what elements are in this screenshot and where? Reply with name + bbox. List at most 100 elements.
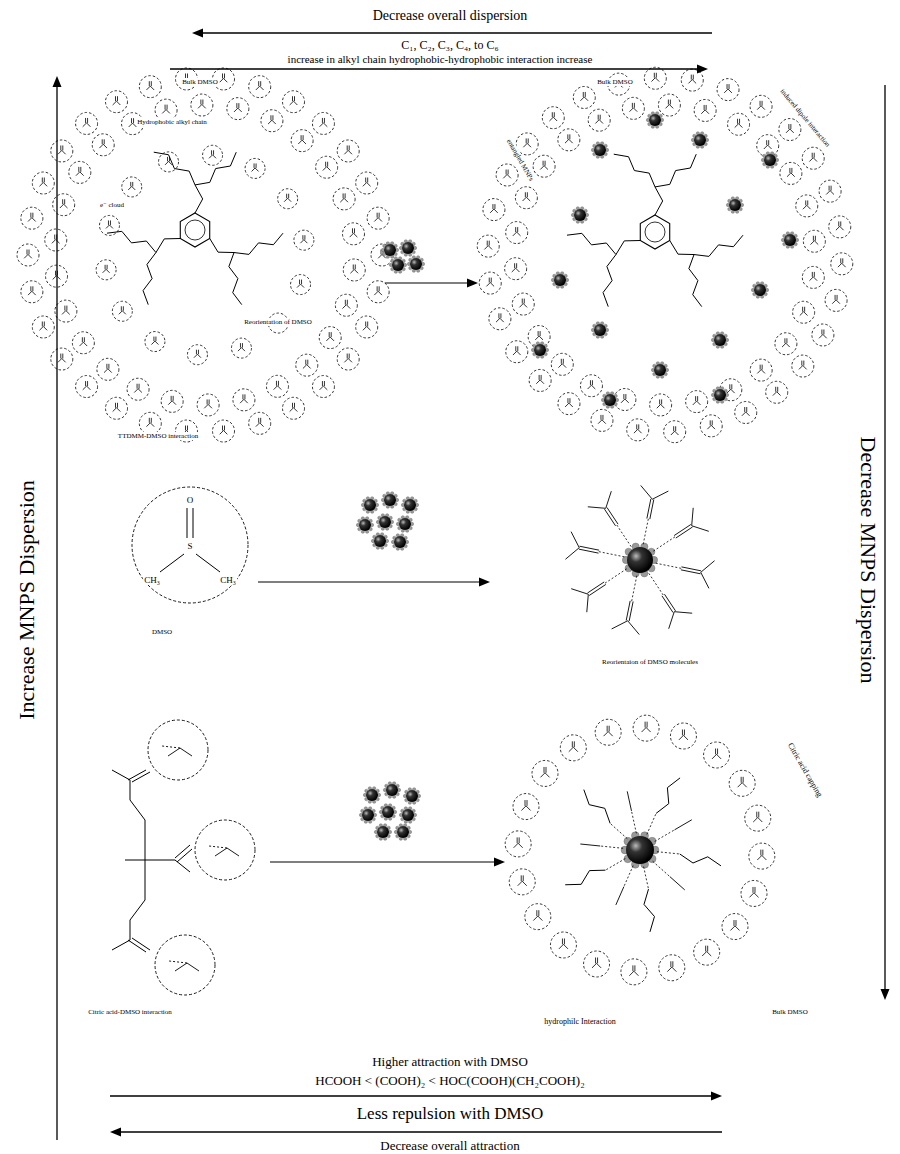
bond-line <box>597 963 602 968</box>
bond-line <box>634 429 638 433</box>
bond-line <box>689 255 694 269</box>
bond-line <box>367 326 371 330</box>
bond-line <box>130 920 131 940</box>
bond-line <box>268 120 272 124</box>
bond-line <box>768 145 772 149</box>
bond-line <box>209 399 210 404</box>
bond-line <box>305 360 306 365</box>
bond-line <box>168 401 172 405</box>
bond-line <box>676 168 691 171</box>
bond-line <box>198 104 202 108</box>
bond-line <box>565 884 581 885</box>
bond-line <box>600 846 623 848</box>
bond-line <box>185 426 186 431</box>
dmso-circle <box>249 412 271 434</box>
bond-line <box>112 770 130 780</box>
bond-line <box>211 150 212 155</box>
bond-line <box>715 749 716 755</box>
annotation-label: induced dipole interaction <box>778 87 832 150</box>
dmso-circle <box>356 172 378 194</box>
dmso-circle <box>803 230 825 252</box>
nanoparticle <box>377 826 389 838</box>
bond-line <box>276 381 277 386</box>
dmso-circle <box>76 112 98 134</box>
bond-line <box>322 381 323 386</box>
dmso-circle <box>356 316 378 338</box>
bond-line <box>813 236 814 241</box>
bond-line <box>175 860 190 872</box>
bond-line <box>99 144 103 148</box>
dmso-circle <box>560 735 586 761</box>
bond-line <box>831 186 832 191</box>
bond-line <box>809 277 813 281</box>
bond-line <box>104 139 105 144</box>
bond-line <box>539 336 543 340</box>
dmso-circle <box>203 145 223 165</box>
bond-line <box>270 115 271 120</box>
bond-line <box>672 967 677 972</box>
bond-line <box>55 271 56 276</box>
bond-line <box>132 186 136 190</box>
bond-line <box>610 823 627 838</box>
bond-line <box>536 910 537 916</box>
bond-line <box>130 780 131 800</box>
bond-line <box>352 228 353 233</box>
bond-line <box>693 857 708 863</box>
bond-line <box>829 186 830 191</box>
bond-line <box>488 246 492 250</box>
bond-line <box>653 861 670 876</box>
bond-line <box>544 166 548 170</box>
bond-line <box>659 399 660 404</box>
bond-line <box>153 337 154 342</box>
bond-line <box>149 81 150 86</box>
dmso-circle <box>249 76 271 98</box>
bond-line <box>675 820 692 830</box>
bond-line <box>379 213 380 218</box>
bond-line <box>764 145 768 149</box>
bond-line <box>631 811 636 833</box>
bond-line <box>757 106 761 110</box>
bond-line <box>805 200 806 205</box>
bond-line <box>589 584 606 595</box>
bond-line <box>110 220 111 225</box>
bond-line <box>754 893 759 898</box>
bond-line <box>354 228 355 233</box>
bond-line <box>344 150 348 154</box>
bond-line <box>492 204 493 209</box>
bond-line <box>294 408 298 412</box>
dmso-circle <box>106 91 128 113</box>
bond-line <box>259 243 274 245</box>
dmso-circle <box>513 794 539 820</box>
annotation-label: e⁻ cloud <box>99 201 125 209</box>
nanoparticle <box>379 516 391 528</box>
bond-line <box>60 204 64 208</box>
bond-line <box>258 81 259 86</box>
dmso-circle <box>122 177 142 197</box>
dmso-circle <box>515 187 537 209</box>
nanoparticle <box>374 535 386 547</box>
nanoparticle <box>534 344 546 356</box>
bond-line <box>240 399 244 403</box>
bond-line <box>799 366 803 370</box>
bond-line <box>527 143 531 147</box>
bond-line <box>490 283 494 287</box>
bond-line <box>347 300 348 305</box>
bond-line <box>657 404 661 408</box>
bond-line <box>760 101 761 106</box>
bond-line <box>812 153 813 158</box>
bond-line <box>297 284 301 288</box>
bond-line <box>202 104 206 108</box>
bond-line <box>629 157 635 171</box>
bond-line <box>752 887 753 893</box>
dmso-circle <box>779 119 801 141</box>
axis-label: Decrease MNPS Dispersion <box>855 435 880 686</box>
bond-line <box>43 326 47 330</box>
bond-line <box>788 124 789 129</box>
bond-line <box>749 893 754 898</box>
bond-line <box>64 306 65 311</box>
dmso-circle <box>291 130 313 152</box>
bond-line <box>342 305 346 309</box>
axis-label: Higher attraction with DMSO <box>370 1055 530 1070</box>
dmso-circle <box>92 134 114 156</box>
bond-line <box>625 394 626 399</box>
